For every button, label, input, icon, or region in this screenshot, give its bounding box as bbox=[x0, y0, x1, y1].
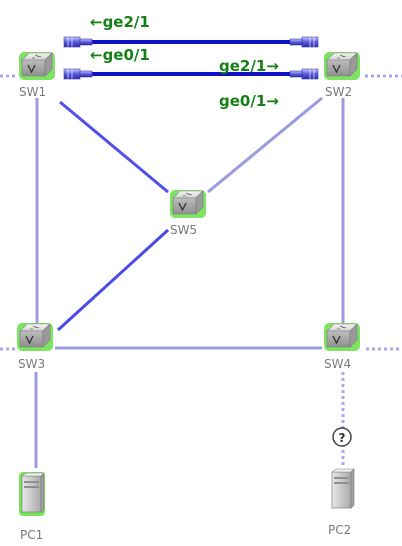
device-label-sw3: SW3 bbox=[18, 357, 45, 371]
switch-sw2[interactable] bbox=[323, 51, 361, 81]
device-label-sw2: SW2 bbox=[325, 85, 352, 99]
link-sw1-sw5[interactable] bbox=[59, 100, 169, 194]
link-sw2-sw5[interactable] bbox=[207, 96, 323, 194]
link-sw5-sw3[interactable] bbox=[56, 228, 170, 332]
device-label-pc2: PC2 bbox=[328, 523, 351, 537]
pc-pc2[interactable] bbox=[331, 468, 355, 509]
pc-pc1[interactable] bbox=[18, 471, 46, 517]
pc-icon bbox=[331, 468, 355, 509]
pc-icon bbox=[18, 471, 46, 517]
switch-sw4[interactable] bbox=[323, 322, 361, 352]
switch-icon bbox=[323, 322, 361, 352]
link-sw1-sw2-ge2[interactable] bbox=[63, 36, 319, 48]
port-label-sw1-ge0: ←ge0/1 bbox=[90, 46, 150, 64]
device-label-pc1: PC1 bbox=[20, 528, 43, 542]
switch-sw3[interactable] bbox=[16, 322, 54, 352]
device-label-sw1: SW1 bbox=[19, 85, 46, 99]
switch-icon bbox=[323, 51, 361, 81]
status-icon-text: ? bbox=[339, 431, 346, 445]
port-label-sw2-ge0: ge0/1→ bbox=[219, 92, 279, 110]
switch-sw1[interactable] bbox=[18, 51, 56, 81]
switch-icon bbox=[16, 322, 54, 352]
port-label-sw2-ge2: ge2/1→ bbox=[219, 57, 279, 75]
link-sw1-sw2-ge0[interactable] bbox=[63, 68, 319, 80]
device-label-sw4: SW4 bbox=[324, 357, 351, 371]
device-label-sw5: SW5 bbox=[170, 223, 197, 237]
port-label-sw1-ge2: ←ge2/1 bbox=[90, 13, 150, 31]
switch-icon bbox=[18, 51, 56, 81]
switch-sw5[interactable] bbox=[169, 189, 207, 219]
question-mark-icon bbox=[332, 427, 352, 447]
link-status-unknown[interactable]: ? bbox=[332, 427, 352, 447]
switch-icon bbox=[169, 189, 207, 219]
